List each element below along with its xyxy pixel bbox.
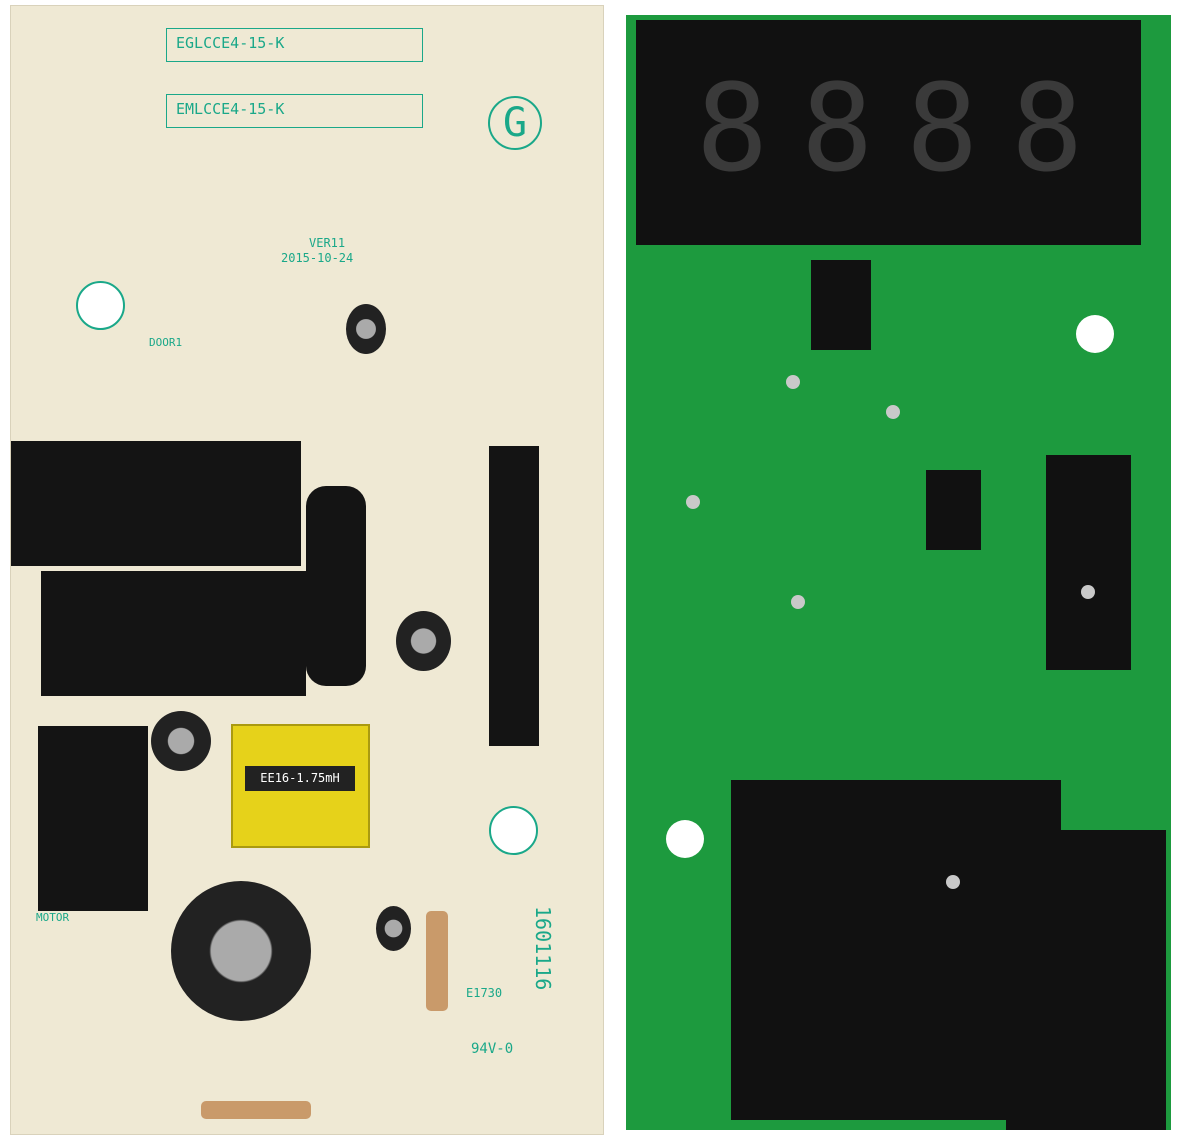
- resistor: [201, 1101, 311, 1119]
- mounting-hole: [666, 820, 704, 858]
- display-digit: 8: [906, 60, 979, 199]
- display-digit: 8: [696, 60, 769, 199]
- mounting-hole: [1076, 315, 1114, 353]
- capacitor: [396, 611, 451, 671]
- mounting-hole: [76, 281, 125, 330]
- capacitor: [376, 906, 411, 951]
- solder-pad: [886, 405, 900, 419]
- version-label: VER11: [309, 236, 346, 250]
- capacitor-large: [171, 881, 311, 1021]
- part-label-2: EMLCCE4-15-K: [176, 100, 285, 118]
- capacitor: [151, 711, 211, 771]
- solder-pad: [1081, 585, 1095, 599]
- choke: [306, 486, 366, 686]
- part-label-1: EGLCCE4-15-K: [176, 34, 285, 52]
- transformer: EE16-1.75mH: [231, 724, 370, 848]
- power-section: [1006, 830, 1166, 1130]
- solder-pad: [686, 495, 700, 509]
- relay-2: [41, 571, 306, 696]
- ic-chip: [926, 470, 981, 550]
- logo-g: G: [488, 96, 542, 150]
- connector: [489, 446, 539, 746]
- cert-label: E1730: [466, 986, 503, 1000]
- ic-chip: [811, 260, 871, 350]
- display-digit: 8: [1011, 60, 1084, 199]
- led-display: 8 8 8 8: [636, 20, 1141, 245]
- display-digit: 8: [801, 60, 874, 199]
- rating-label: 94V-0: [471, 1041, 514, 1057]
- microwave-power-board: EGLCCE4-15-K EMLCCE4-15-K G VER11 2015-1…: [10, 5, 604, 1135]
- capacitor: [346, 304, 386, 354]
- code-label: 1601116: [531, 906, 555, 991]
- part-label-box-2: [166, 94, 423, 128]
- mounting-hole: [489, 806, 538, 855]
- transformer-label: EE16-1.75mH: [245, 766, 355, 791]
- relay-1: [11, 441, 301, 566]
- relay-3: [38, 726, 148, 911]
- door-label: DOOR1: [149, 336, 183, 349]
- resistor-power: [426, 911, 448, 1011]
- solder-pad: [791, 595, 805, 609]
- solder-pad: [946, 875, 960, 889]
- microwave-control-board: 8 8 8 8: [626, 15, 1171, 1130]
- motor-label: MOTOR: [36, 911, 70, 924]
- high-voltage-area: [1046, 455, 1131, 670]
- part-label-box: [166, 28, 423, 62]
- date-label: 2015-10-24: [281, 251, 354, 265]
- solder-pad: [786, 375, 800, 389]
